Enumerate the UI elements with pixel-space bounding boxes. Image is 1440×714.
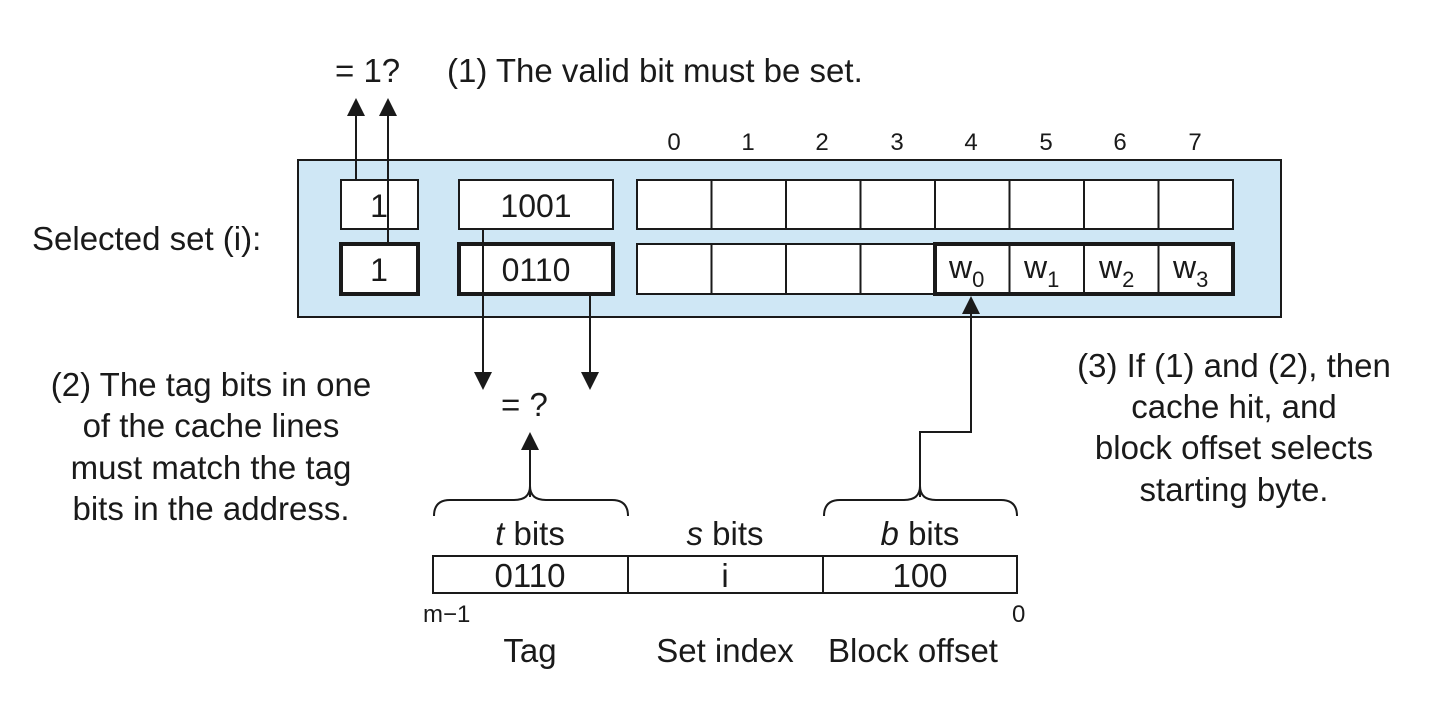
selected-set-label: Selected set (i): — [32, 220, 261, 257]
valid-bit-arrows — [347, 98, 397, 244]
valid-bit-cell — [340, 179, 419, 230]
valid-bit-cell — [339, 242, 420, 296]
address-set-index-value: i — [721, 557, 728, 594]
block-byte-cell — [636, 243, 713, 295]
tag-value: 0110 — [502, 252, 571, 288]
field-size-label: s bits — [686, 515, 763, 552]
field-name-tag: Tag — [503, 632, 556, 669]
block-index: 0 — [667, 129, 680, 156]
note-line: cache hit, and — [1131, 388, 1336, 425]
block-byte-cell — [859, 243, 936, 295]
field-size-label: b bits — [881, 515, 960, 552]
valid-bit-note: (1) The valid bit must be set. — [447, 52, 863, 89]
valid-bit-value: 1 — [370, 188, 388, 224]
address-box — [432, 555, 1018, 594]
field-name-set-index: Set index — [656, 632, 794, 669]
word-label: w1 — [1023, 249, 1059, 292]
address-field-names: Tag Set index Block offset — [503, 632, 998, 669]
word-label: w2 — [1098, 249, 1134, 292]
block-index: 1 — [741, 129, 754, 156]
note-line: of the cache lines — [83, 407, 340, 444]
address-offset-value: 100 — [892, 557, 947, 594]
arrow-up-icon — [962, 296, 980, 314]
block-index: 4 — [964, 129, 977, 156]
cache-line-1: 1 0110 w0 w1 w2 w3 — [339, 242, 1235, 296]
note-line: block offset selects — [1095, 429, 1373, 466]
block-cells — [636, 242, 1235, 296]
address-bits: 0110 i 100 — [432, 555, 1018, 594]
note-line: bits in the address. — [73, 490, 350, 527]
note-line: (3) If (1) and (2), then — [1077, 347, 1391, 384]
block-byte-cell — [934, 179, 1011, 230]
block-byte-cell — [785, 243, 862, 295]
word-label: w3 — [1172, 249, 1208, 292]
block-byte-cell — [859, 179, 936, 230]
block-index: 3 — [890, 129, 903, 156]
address-tag-value: 0110 — [495, 557, 566, 594]
block-index: 7 — [1188, 129, 1201, 156]
field-size-label: t bits — [495, 515, 565, 552]
tag-value: 1001 — [500, 188, 571, 224]
tag-compare-arrows — [474, 229, 599, 390]
block-index: 5 — [1039, 129, 1052, 156]
note-line: must match the tag — [71, 449, 352, 486]
tag-brace — [433, 485, 629, 517]
note-cache-hit: (3) If (1) and (2), then cache hit, and … — [1077, 347, 1391, 508]
block-index-row: 0 1 2 3 4 5 6 7 — [667, 129, 1201, 156]
block-byte-cell — [710, 243, 787, 295]
selected-words-outline — [933, 242, 1235, 296]
block-byte-cell — [636, 179, 713, 230]
block-byte-cell — [1008, 179, 1085, 230]
arrow-up-icon — [347, 98, 365, 116]
block-byte-cell — [1083, 179, 1160, 230]
block-index: 6 — [1113, 129, 1126, 156]
note-line: (2) The tag bits in one — [51, 366, 371, 403]
tag-cell — [457, 242, 615, 296]
arrow-down-icon — [474, 372, 492, 390]
cache-line-0: 1 1001 — [340, 179, 1234, 230]
valid-check-label: = 1? — [335, 52, 400, 89]
block-cells — [636, 179, 1234, 230]
word-labels: w0 w1 w2 w3 — [948, 249, 1208, 292]
arrow-up-icon — [521, 432, 539, 450]
block-byte-cell — [710, 179, 787, 230]
arrow-down-icon — [581, 372, 599, 390]
offset-arrow-line — [919, 312, 972, 497]
block-byte-cell — [1157, 179, 1234, 230]
block-index: 2 — [815, 129, 828, 156]
msb-label: m−1 — [423, 601, 470, 628]
tag-compare-label: = ? — [501, 386, 548, 423]
block-byte-cell — [785, 179, 862, 230]
offset-brace — [823, 485, 1018, 517]
block-byte-cell — [1083, 243, 1160, 295]
word-label: w0 — [948, 249, 984, 292]
note-tag-match: (2) The tag bits in one of the cache lin… — [51, 366, 371, 527]
address-field-sizes: t bits s bits b bits — [495, 515, 959, 552]
field-name-block-offset: Block offset — [828, 632, 998, 669]
arrow-up-icon — [379, 98, 397, 116]
valid-bit-value: 1 — [370, 252, 388, 288]
note-line: starting byte. — [1140, 471, 1329, 508]
lsb-label: 0 — [1012, 601, 1025, 628]
tag-cell — [458, 179, 614, 230]
